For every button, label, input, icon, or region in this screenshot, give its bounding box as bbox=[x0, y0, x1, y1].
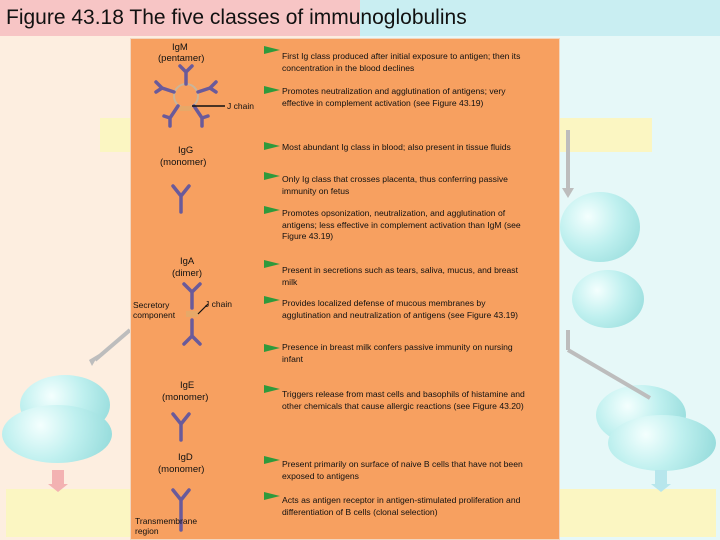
background-cell bbox=[572, 270, 644, 328]
background-cell bbox=[560, 192, 640, 262]
title-band-right bbox=[360, 0, 720, 36]
igg-function-3: Promotes opsonization, neutralization, a… bbox=[282, 208, 521, 242]
flag-icon bbox=[264, 492, 280, 500]
flag-icon bbox=[264, 260, 280, 268]
igg-form: (monomer) bbox=[160, 157, 207, 168]
igg-function-1: Most abundant Ig class in blood; also pr… bbox=[282, 142, 511, 152]
igd-form: (monomer) bbox=[158, 464, 205, 475]
flag-icon bbox=[264, 296, 280, 304]
iga-function-2: Provides localized defense of mucous mem… bbox=[282, 298, 519, 320]
igd-function-2: Acts as antigen receptor in antigen-stim… bbox=[282, 495, 521, 517]
ige-form: (monomer) bbox=[162, 392, 209, 403]
igm-name: IgM bbox=[172, 42, 188, 53]
iga-name: IgA bbox=[180, 256, 195, 267]
flag-icon bbox=[264, 172, 280, 180]
igm-function-1: First Ig class produced after initial ex… bbox=[282, 51, 521, 73]
flag-icon bbox=[264, 456, 280, 464]
igm-jchain-label: J chain bbox=[227, 101, 254, 111]
iga-function-3: Presence in breast milk confers passive … bbox=[282, 342, 513, 364]
flag-icon bbox=[264, 46, 280, 54]
igm-function-2: Promotes neutralization and agglutinatio… bbox=[282, 86, 506, 108]
background-cell bbox=[608, 415, 716, 471]
iga-function-1: Present in secretions such as tears, sal… bbox=[282, 265, 518, 287]
igm-form: (pentamer) bbox=[158, 53, 205, 64]
igd-transmembrane-label: Transmembrane region bbox=[135, 516, 198, 536]
flag-icon bbox=[264, 142, 280, 150]
ige-monomer-icon bbox=[171, 412, 191, 442]
igd-function-1: Present primarily on surface of naive B … bbox=[282, 459, 523, 481]
flag-icon bbox=[264, 86, 280, 94]
ige-name: IgE bbox=[180, 380, 195, 391]
igd-monomer-icon bbox=[171, 488, 191, 532]
igg-name: IgG bbox=[178, 145, 194, 156]
igg-monomer-icon bbox=[171, 184, 191, 214]
figure-title: Figure 43.18 The five classes of immunog… bbox=[6, 6, 467, 29]
flag-icon bbox=[264, 206, 280, 214]
iga-dimer-icon bbox=[182, 282, 209, 346]
background-cell bbox=[2, 405, 112, 463]
igd-name: IgD bbox=[178, 452, 193, 463]
igg-function-2: Only Ig class that crosses placenta, thu… bbox=[282, 174, 508, 196]
ige-function-1: Triggers release from mast cells and bas… bbox=[282, 389, 525, 411]
title-band bbox=[0, 0, 360, 36]
flag-icon bbox=[264, 344, 280, 352]
iga-secretory-component-label: Secretory component bbox=[133, 300, 176, 320]
igm-pentamer-icon bbox=[154, 64, 225, 128]
iga-form: (dimer) bbox=[172, 268, 203, 279]
iga-jchain-label: J chain bbox=[205, 299, 232, 309]
flag-icon bbox=[264, 385, 280, 393]
